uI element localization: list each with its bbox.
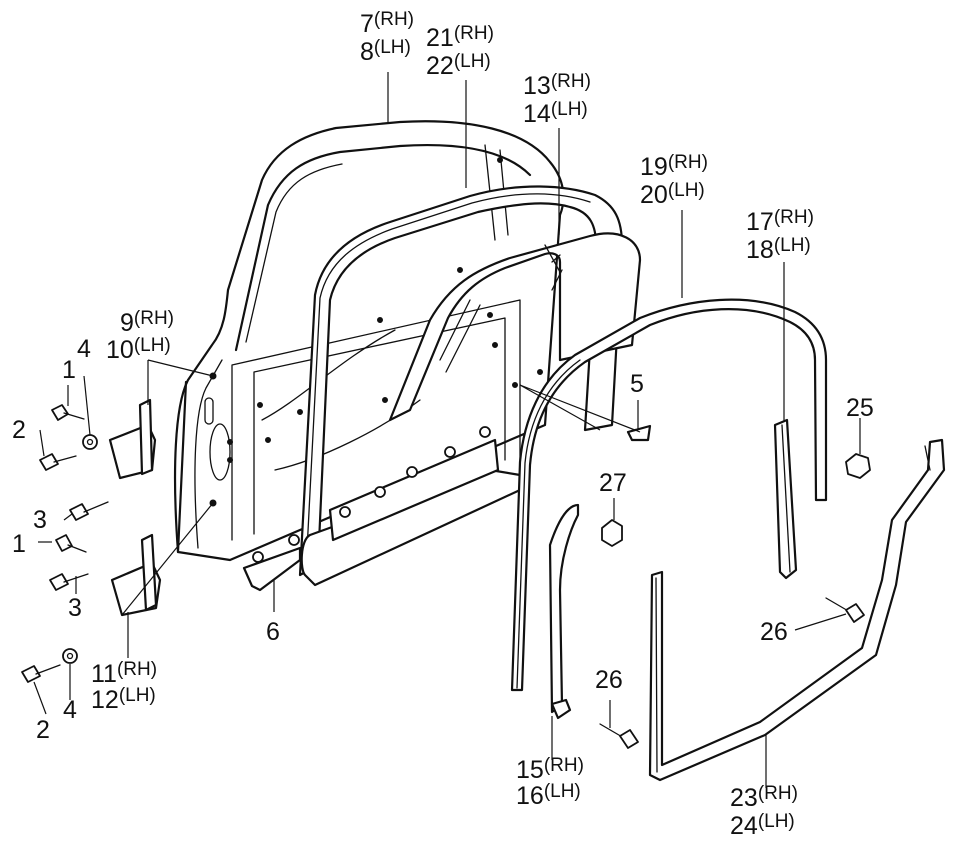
run-channel-17-18 [773, 418, 798, 580]
lower-weatherstrip-23-24 [648, 438, 946, 782]
label-7: 7(RH) [360, 9, 414, 38]
label-6: 6 [266, 618, 280, 646]
leader-lines [33, 72, 861, 788]
upper-hinge-9-10 [108, 398, 157, 480]
label-27: 27 [599, 469, 627, 497]
label-22: 22(LH) [426, 51, 491, 80]
label-18: 18(LH) [746, 235, 811, 264]
label-9: 9(RH) [120, 308, 174, 337]
label-5: 5 [630, 370, 644, 398]
label-24: 24(LH) [730, 811, 795, 840]
label-25: 25 [846, 394, 874, 422]
label-26-right: 26 [760, 618, 788, 646]
label-20: 20(LH) [640, 180, 705, 209]
label-2-lower: 2 [36, 716, 50, 744]
label-23: 23(RH) [730, 783, 798, 812]
callout-labels: 7(RH) 8(LH) 21(RH) 22(LH) 13(RH) 14(LH) … [12, 9, 874, 840]
glass-channel-13-14 [388, 232, 642, 422]
label-10: 10(LH) [106, 335, 171, 364]
label-2-upper: 2 [12, 416, 26, 444]
label-3-lower: 3 [68, 594, 82, 622]
label-16: 16(LH) [516, 781, 581, 810]
label-26-lower: 26 [595, 666, 623, 694]
door-shell [173, 120, 565, 562]
lower-hinge-11-12 [110, 533, 162, 617]
label-21: 21(RH) [426, 23, 494, 52]
label-15: 15(RH) [516, 755, 584, 784]
label-4-lower: 4 [63, 696, 77, 724]
label-4-upper: 4 [77, 335, 91, 363]
label-3-upper: 3 [33, 506, 47, 534]
lower-bracket-6 [242, 534, 302, 592]
label-19: 19(RH) [640, 152, 708, 181]
inner-belt-molding [300, 426, 522, 587]
label-1-lower: 1 [12, 530, 26, 558]
label-1-upper: 1 [62, 356, 76, 384]
label-11: 11(RH) [91, 659, 157, 688]
clip-5 [626, 424, 652, 442]
run-channel-15-16 [548, 503, 580, 720]
opening-seal-19-20 [510, 298, 828, 692]
label-14: 14(LH) [523, 99, 588, 128]
label-17: 17(RH) [746, 207, 814, 236]
door-weatherstrip-7-8 [176, 380, 188, 554]
label-13: 13(RH) [523, 71, 591, 100]
bolts-and-washers [21, 404, 871, 749]
label-8: 8(LH) [360, 37, 411, 66]
label-12: 12(LH) [91, 685, 156, 714]
